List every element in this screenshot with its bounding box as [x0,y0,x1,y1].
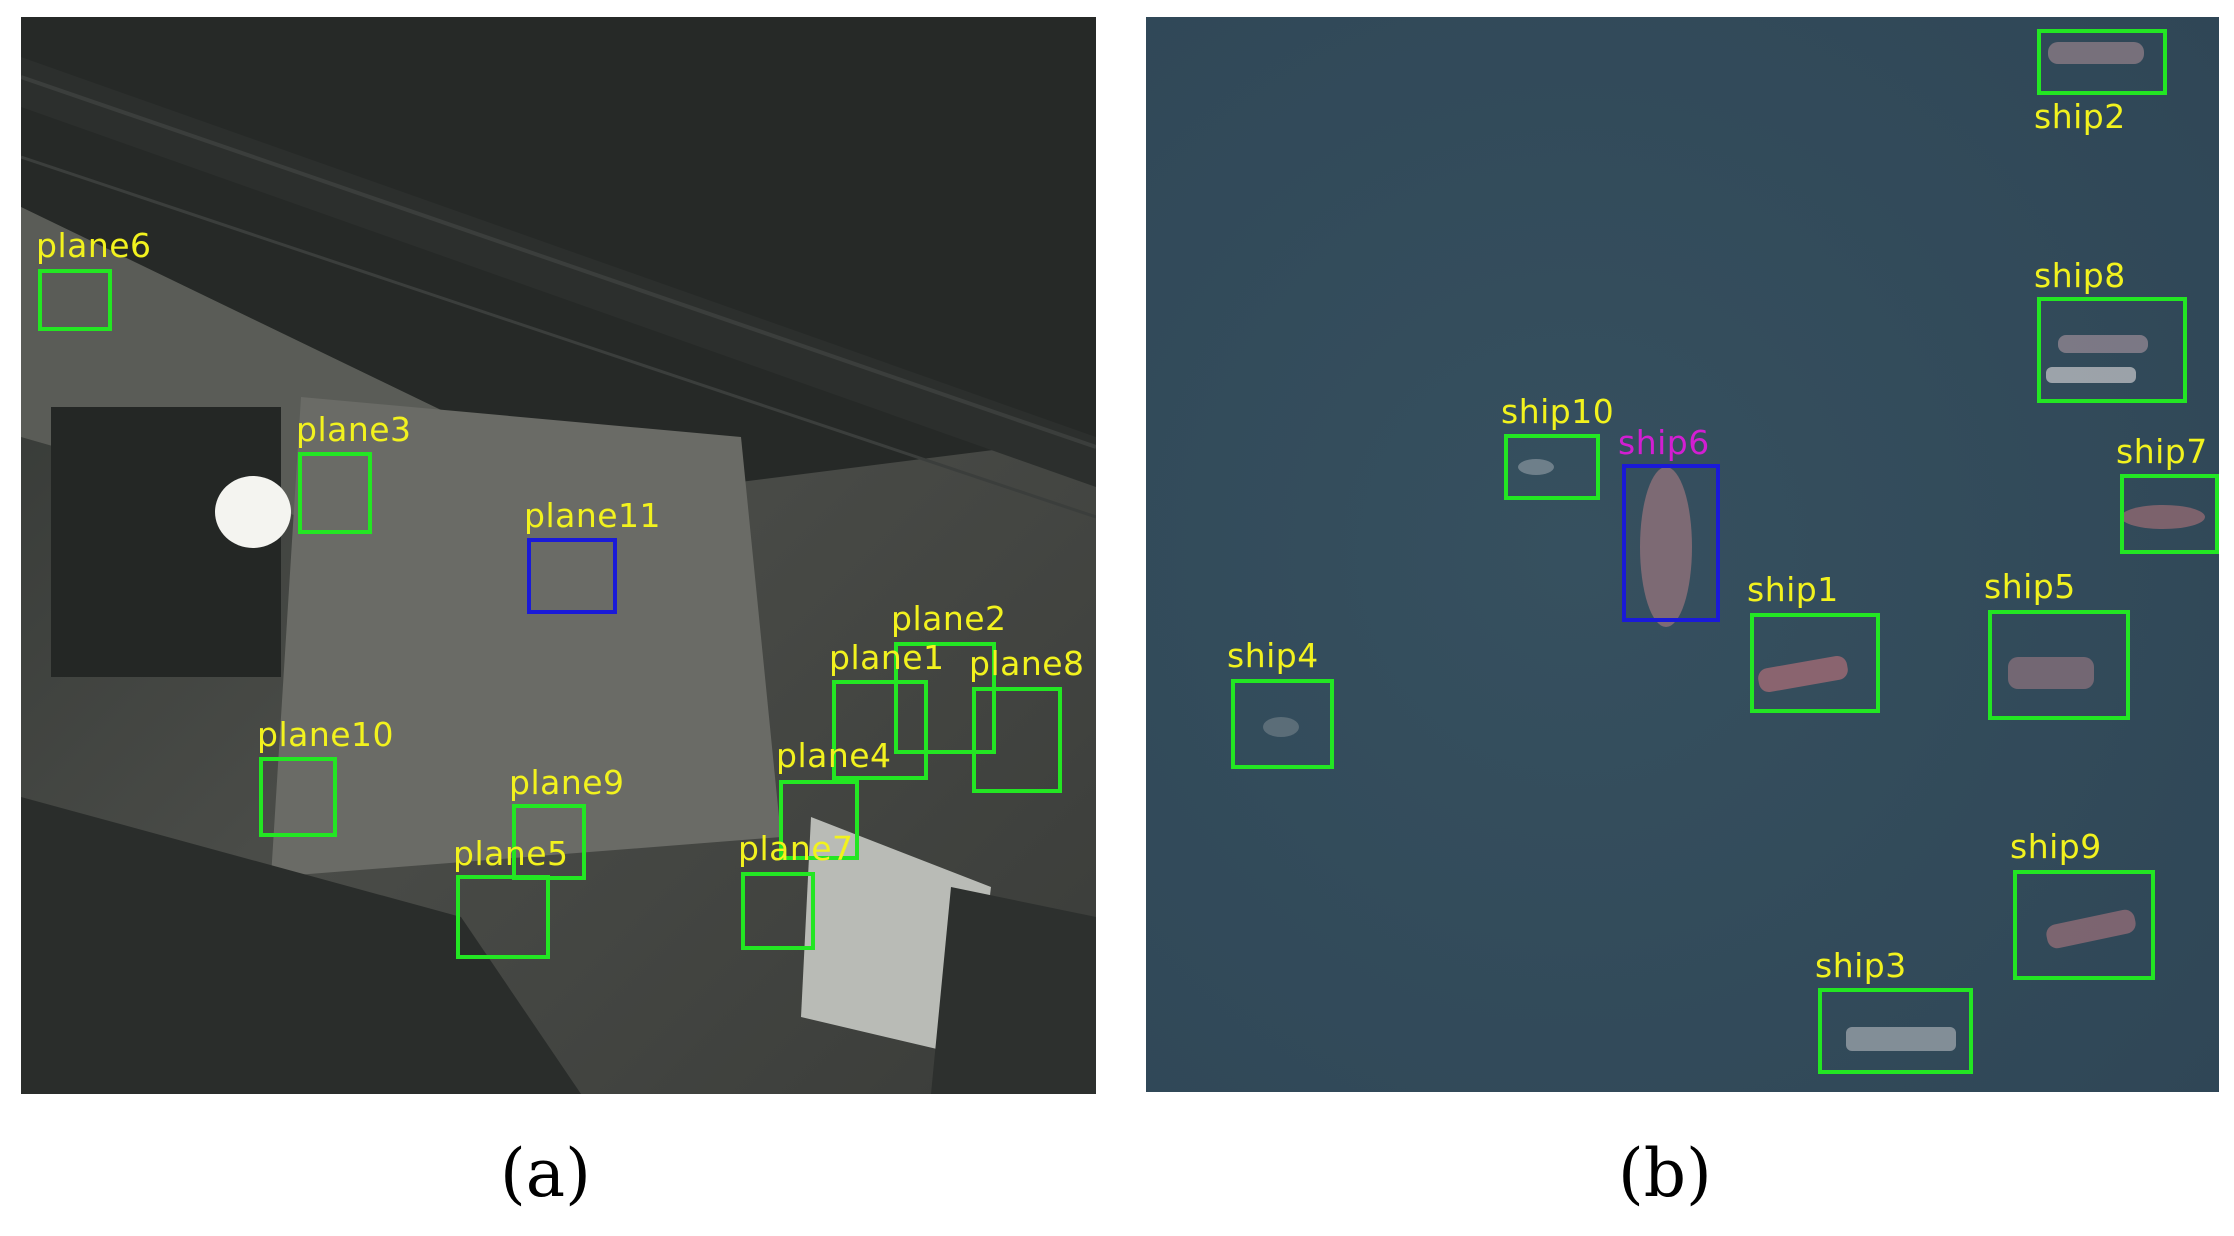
detection-label-ship10: ship10 [1501,392,1615,431]
detection-box-plane2 [894,642,996,754]
detection-label-plane9: plane9 [509,763,625,802]
detection-box-ship4 [1231,679,1334,769]
detection-label-plane8: plane8 [969,644,1085,683]
sea-aerial-image: ship2 ship8 ship10 ship6 ship7 ship1 shi… [1146,17,2219,1092]
detection-label-plane7: plane7 [738,829,854,868]
detection-label-ship6: ship6 [1618,423,1710,462]
detection-box-ship9 [2013,870,2155,980]
detection-box-ship2 [2037,29,2167,95]
detection-box-plane10 [259,757,337,837]
detection-box-plane11 [527,538,617,614]
detection-label-ship9: ship9 [2010,827,2102,866]
detection-label-plane5: plane5 [453,834,569,873]
detection-box-plane7 [741,872,815,950]
detection-box-ship1 [1750,613,1880,713]
detection-label-plane11: plane11 [524,496,662,535]
detection-box-plane8 [972,687,1062,793]
detection-label-plane6: plane6 [36,226,152,265]
detection-label-ship1: ship1 [1747,570,1839,609]
detection-label-ship4: ship4 [1227,636,1319,675]
detection-label-ship7: ship7 [2116,432,2208,471]
detection-label-plane10: plane10 [257,715,395,754]
sea-scene-background [1146,17,2219,1092]
detection-label-plane2: plane2 [891,599,1007,638]
detection-box-ship8 [2037,297,2187,403]
detection-box-plane4 [779,780,859,860]
detection-label-ship3: ship3 [1815,946,1907,985]
detection-label-ship2: ship2 [2034,97,2126,136]
detection-box-plane6 [38,269,112,331]
detection-box-ship10 [1504,434,1600,500]
detection-box-plane5 [456,875,550,959]
airport-scene-background [21,17,1096,1094]
detection-label-ship5: ship5 [1984,567,2076,606]
detection-box-ship6 [1622,464,1720,622]
detection-label-plane1: plane1 [829,638,945,677]
detection-label-ship8: ship8 [2034,256,2126,295]
detection-label-plane4: plane4 [776,736,892,775]
detection-label-plane3: plane3 [296,410,412,449]
airport-aerial-image: plane6 plane3 plane11 plane2 plane1 plan… [21,17,1096,1094]
caption-b: (b) [1618,1135,1712,1212]
detection-box-ship5 [1988,610,2130,720]
detection-box-plane3 [298,452,372,534]
detection-box-ship7 [2120,474,2219,554]
caption-a: (a) [500,1135,591,1212]
detection-box-plane1 [832,680,928,780]
detection-box-ship3 [1818,988,1973,1074]
